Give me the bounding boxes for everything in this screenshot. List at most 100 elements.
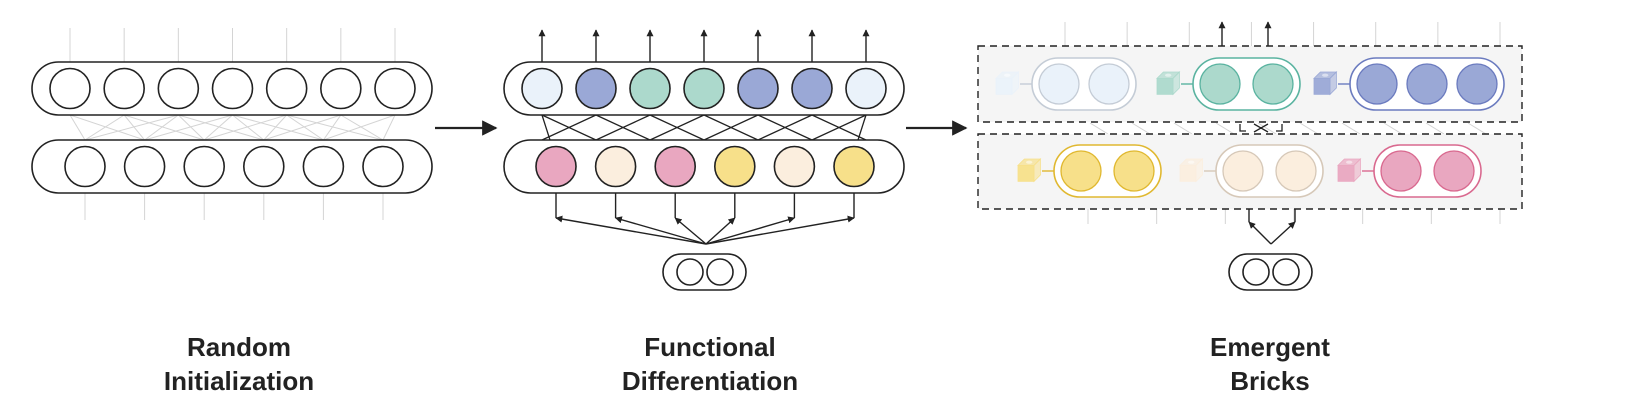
neuron [302,145,345,188]
caption-line: Functional [644,332,776,362]
neuron-pale_blue [1088,63,1130,105]
faint-connection [84,114,125,141]
brick-side [1195,158,1203,183]
neuron-cream [1222,150,1264,192]
faint-connection [144,114,179,141]
neuron [265,67,308,110]
brick-front [1337,164,1355,182]
pale-blue-brick-icon [995,71,1020,96]
neuron-pink [1380,150,1422,192]
faint-connection [1089,122,1109,135]
emergent-bricks-network [977,21,1523,291]
faint-connection [1467,122,1487,135]
connection [649,114,705,141]
brick-stud [1026,160,1033,164]
faint-connection [263,114,341,141]
neuron-blue [791,67,833,110]
connection [541,114,551,141]
neuron [103,67,145,110]
faint-connection [144,114,233,141]
cream-brick-icon [1179,158,1204,183]
faint-connection [382,114,396,141]
connection [703,114,759,141]
neuron-green [629,67,671,110]
caption-random-initialization: Random Initialization [89,330,389,398]
faint-connection [1257,122,1277,135]
blue-brick-icon [1313,71,1338,96]
input-neuron [1272,258,1300,286]
brick-side [1011,71,1019,96]
neuron-pink [1433,150,1475,192]
input-neuron [706,258,734,286]
neuron-green [683,67,725,110]
faint-connection [232,114,324,141]
neuron-yellow [1060,150,1102,192]
faint-connection [204,114,287,141]
input-fan-arrow [705,215,855,245]
brick-side [1329,71,1337,96]
neuron [362,145,404,188]
faint-connection [1341,122,1361,135]
input-neuron [1242,258,1270,286]
connection [757,114,813,141]
connection [541,114,597,141]
brick-side [1172,71,1180,96]
neuron [49,67,91,110]
neuron-blue [1456,63,1498,105]
faint-connection [84,114,179,141]
input-fan-arrow [555,215,707,245]
caption-line: Random [187,332,291,362]
neuron-cream [773,145,816,188]
faint-connection [1425,122,1445,135]
neuron-pink [535,145,577,188]
brick-stud [1004,73,1011,77]
faint-connection [263,114,288,141]
input-neuron [676,258,704,286]
neuron-cream [1275,150,1317,192]
faint-connection [69,114,145,141]
neuron [320,67,362,110]
caption-line: Bricks [1230,366,1310,396]
faint-connection [177,114,205,141]
caption-line: Initialization [163,366,315,396]
faint-connection [323,114,396,141]
faint-connection [286,114,384,141]
neuron-yellow [713,145,756,188]
neuron-blue [737,67,779,110]
connection [595,114,651,141]
green-brick-icon [1156,71,1181,96]
faint-connection [286,114,324,141]
brick-stud [1346,160,1353,164]
faint-connection [1215,122,1235,135]
neuron-blue [575,67,617,110]
brick-front [1179,164,1197,182]
faint-connection [123,114,145,141]
faint-connection [124,114,205,141]
faint-connection [232,114,265,141]
functional-differentiation-network [503,29,905,291]
neuron-yellow [833,145,875,188]
neuron [157,67,200,110]
neuron [242,145,285,188]
caption-line: Differentiation [621,366,799,396]
brick-side [1033,158,1041,183]
caption-functional-differentiation: Functional Differentiation [560,330,860,398]
neuron-blue [1356,63,1398,105]
caption-emergent-bricks: Emergent Bricks [1120,330,1420,398]
neuron-yellow [1113,150,1155,192]
neuron [374,67,416,110]
brick-side [1353,158,1361,183]
faint-connection [1131,122,1151,135]
brick-front [995,78,1013,95]
faint-connection [340,114,384,141]
faint-connection [178,114,264,141]
input-fan-arrow [674,217,707,245]
neuron-blue [1406,63,1448,105]
caption-line: Emergent [1210,332,1330,362]
brick-stud [1165,73,1172,77]
connection [811,114,867,141]
brick-stud [1188,160,1195,164]
brick-stud [1322,73,1329,77]
brick-front [1313,78,1331,95]
